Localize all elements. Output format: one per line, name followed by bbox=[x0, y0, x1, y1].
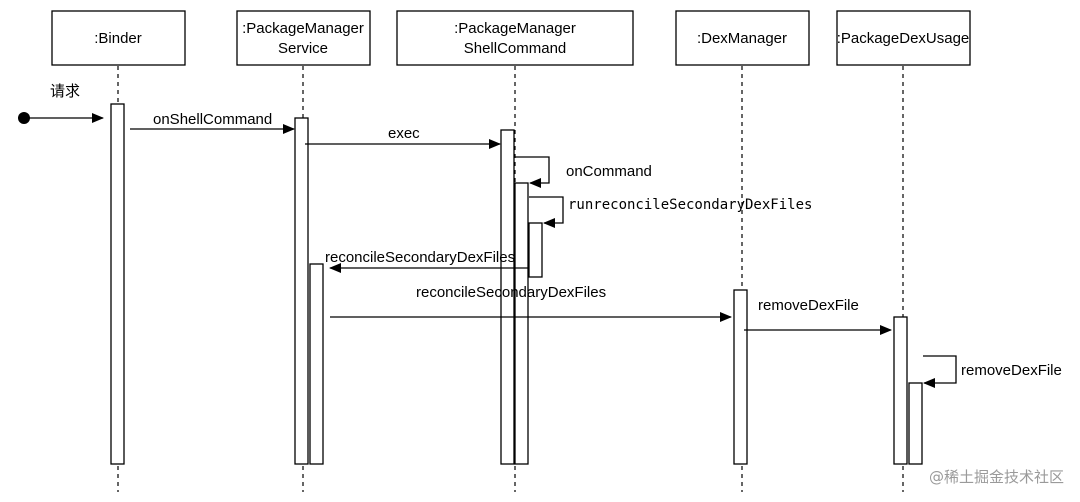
pmsc-run-activation bbox=[528, 222, 543, 278]
participant-package-manager-shell-command: :PackageManager ShellCommand bbox=[396, 10, 634, 66]
on-command-label: onCommand bbox=[566, 163, 652, 180]
remove-dex-file-label: removeDexFile bbox=[758, 297, 859, 314]
participant-pmsc-label-line2: ShellCommand bbox=[464, 40, 567, 57]
pdu-activation bbox=[893, 316, 908, 465]
reconcile-call-label: reconcileSecondaryDexFiles bbox=[416, 284, 606, 301]
participant-binder: :Binder bbox=[51, 10, 186, 66]
participant-pmsc-label-line1: :PackageManager bbox=[454, 20, 576, 37]
request-label: 请求 bbox=[50, 83, 80, 100]
dexmanager-activation bbox=[733, 289, 748, 465]
participant-package-manager-service: :PackageManager Service bbox=[236, 10, 371, 66]
pms-activation bbox=[294, 117, 309, 465]
on-shell-command-label: onShellCommand bbox=[153, 111, 272, 128]
participant-binder-label: :Binder bbox=[94, 30, 142, 47]
run-reconcile-arrow bbox=[529, 196, 564, 228]
exec-label: exec bbox=[388, 125, 420, 142]
reconcile-return-label: reconcileSecondaryDexFiles bbox=[325, 249, 515, 266]
pdu-nested-activation bbox=[908, 382, 923, 465]
participant-pms-label-line2: Service bbox=[278, 40, 328, 57]
run-reconcile-label: runreconcileSecondaryDexFiles bbox=[568, 197, 812, 213]
pms-nested-activation bbox=[309, 263, 324, 465]
participant-dexmanager-label: :DexManager bbox=[697, 30, 787, 47]
on-command-arrow bbox=[515, 156, 550, 188]
remove-dex-file-self-arrow bbox=[923, 355, 957, 388]
pmsc-activation bbox=[500, 129, 515, 465]
participant-dex-manager: :DexManager bbox=[675, 10, 810, 66]
participant-pdu-label: :PackageDexUsage bbox=[837, 30, 970, 47]
watermark-text: @稀土掘金技术社区 bbox=[929, 468, 1064, 486]
pmsc-oncommand-activation bbox=[514, 182, 529, 465]
binder-activation bbox=[110, 103, 125, 465]
participant-pms-label-line1: :PackageManager bbox=[242, 20, 364, 37]
remove-dex-file-self-label: removeDexFile bbox=[961, 362, 1062, 379]
participant-package-dex-usage: :PackageDexUsage bbox=[836, 10, 971, 66]
